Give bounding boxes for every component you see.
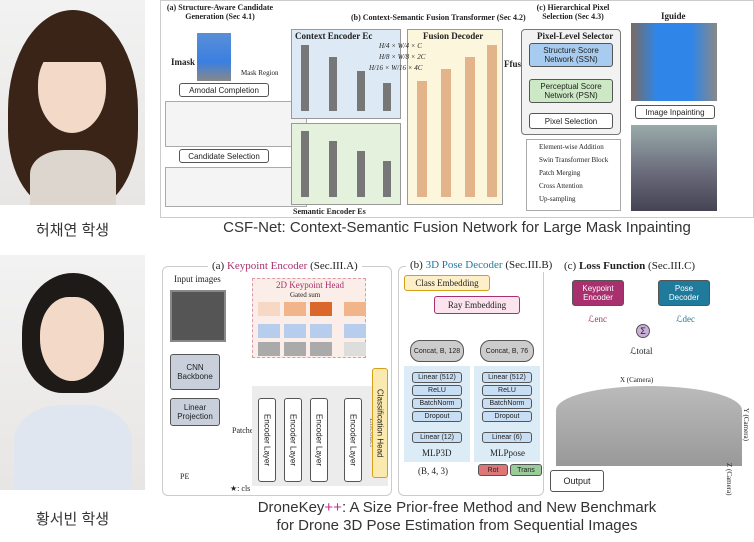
- section-a-title: (a) Keypoint Encoder (Sec.III.A): [208, 260, 362, 273]
- section-b-title: (b) Context-Semantic Fusion Transformer …: [351, 13, 526, 22]
- keypoint-head-label: 2D Keypoint Head: [276, 280, 344, 290]
- legend-item: Up-sampling: [539, 195, 576, 203]
- l-dec: ℒdec: [676, 314, 695, 324]
- guide-image: [631, 23, 717, 101]
- gated-sum-label: Gated sum: [290, 291, 321, 299]
- dronekey-diagram: (a) Keypoint Encoder (Sec.III.A) (b) 3D …: [160, 258, 754, 498]
- patches-label: Patches: [232, 426, 257, 435]
- paper1-caption: CSF-Net: Context-Semantic Fusion Network…: [223, 219, 691, 236]
- z-camera-label: Z (Camera): [725, 463, 733, 496]
- dim-label-3: H/16 × W/16 × 4C: [369, 64, 423, 72]
- student-photo-2: [0, 255, 145, 490]
- pixel-selection-box: Pixel Selection: [529, 113, 613, 129]
- cls-label: ★: cls: [230, 484, 251, 493]
- ffuse-label: Ffuse: [504, 59, 525, 69]
- mask-image: [197, 33, 231, 81]
- fusion-decoder-label: Fusion Decoder: [423, 31, 484, 41]
- output-shape: (B, 4, 3): [418, 466, 448, 476]
- ssn-box: Structure Score Network (SSN): [529, 43, 613, 67]
- mask-region-legend: Mask Region: [241, 69, 279, 77]
- dim-label-1: H/4 × W/4 × C: [379, 42, 422, 50]
- legend-item: Swin Transformer Block: [539, 156, 609, 164]
- student-photo-1: [0, 0, 145, 205]
- sum-icon: Σ: [636, 324, 650, 338]
- legend-panel: [526, 139, 621, 211]
- semantic-encoder-label: Semantic Encoder Es: [293, 207, 366, 216]
- y-camera-label: Y (Camera): [742, 408, 750, 441]
- trans-box: Trans: [510, 464, 542, 476]
- mlppose-label: MLPpose: [490, 448, 526, 458]
- l-enc: ℒenc: [588, 314, 607, 324]
- loss-pose-decoder: Pose Decoder: [658, 280, 710, 306]
- cnn-backbone: CNN Backbone: [170, 354, 220, 390]
- encoder-layer: Encoder Layer: [284, 398, 302, 482]
- imask-label: Imask: [171, 57, 196, 67]
- concat-box-2: Concat, B, 76: [480, 340, 534, 362]
- student-name-2: 황서빈 학생: [35, 511, 110, 528]
- batchnorm: BatchNorm: [482, 398, 532, 409]
- pe-label: PE: [180, 472, 190, 481]
- legend-item: Patch Merging: [539, 169, 581, 177]
- linear-projection: Linear Projection: [170, 398, 220, 426]
- candidate-selection-box: Candidate Selection: [179, 149, 269, 163]
- mlp3d-label: MLP3D: [422, 448, 452, 458]
- classification-head: Classification Head: [372, 368, 388, 478]
- concat-box-1: Concat, B, 128: [410, 340, 464, 362]
- legend-item: Element-wise Addition: [539, 143, 604, 151]
- image-inpainting-box: Image Inpainting: [635, 105, 715, 119]
- section-c-title: (c) Hierarchical Pixel Selection (Sec 4.…: [536, 3, 610, 21]
- linear-512: Linear (512): [482, 372, 532, 383]
- output-box: Output: [550, 470, 604, 492]
- dropout: Dropout: [412, 411, 462, 422]
- psn-box: Perceptual Score Network (PSN): [529, 79, 613, 103]
- encoder-layer: Encoder Layer: [258, 398, 276, 482]
- drone-3d-scene: [556, 386, 742, 466]
- legend-item: Cross Attention: [539, 182, 583, 190]
- section-b-title: (b) 3D Pose Decoder (Sec.III.B): [406, 259, 557, 272]
- loss-keypoint-encoder: Keypoint Encoder: [572, 280, 624, 306]
- encoder-layer: Encoder Layer: [310, 398, 328, 482]
- batchnorm: BatchNorm: [412, 398, 462, 409]
- input-images: [170, 290, 226, 342]
- student-name-1: 허채연 학생: [35, 222, 110, 239]
- semantic-encoder-panel: [291, 123, 401, 205]
- linear-6: Linear (6): [482, 432, 532, 443]
- relu: ReLU: [412, 385, 462, 396]
- csf-net-diagram: (a) Structure-Aware Candidate Generation…: [160, 0, 754, 218]
- section-a-title: (a) Structure-Aware Candidate Generation…: [166, 3, 274, 21]
- inpainted-image: [631, 125, 717, 211]
- linear-512: Linear (512): [412, 372, 462, 383]
- pixel-selector-label: Pixel-Level Selector: [537, 31, 614, 41]
- context-encoder-panel: [291, 29, 401, 119]
- paper2-caption: DroneKey++: A Size Prior-free Method and…: [257, 499, 657, 534]
- rot-box: Rot: [478, 464, 508, 476]
- dim-label-2: H/8 × W/8 × 2C: [379, 53, 426, 61]
- ray-embedding: Ray Embedding: [434, 296, 520, 314]
- amodal-completion-box: Amodal Completion: [179, 83, 269, 97]
- linear-12: Linear (12): [412, 432, 462, 443]
- l-total: ℒtotal: [630, 346, 653, 356]
- section-c-title: (c) Loss Function (Sec.III.C): [560, 260, 700, 273]
- class-embedding: Class Embedding: [404, 275, 490, 291]
- x-camera-label: X (Camera): [620, 376, 654, 384]
- relu: ReLU: [482, 385, 532, 396]
- dropout: Dropout: [482, 411, 532, 422]
- iguide-label: Iguide: [661, 11, 686, 21]
- input-images-label: Input images: [174, 274, 221, 284]
- encoder-layer: Encoder Layer: [344, 398, 362, 482]
- context-encoder-label: Context Encoder Ec: [295, 31, 373, 41]
